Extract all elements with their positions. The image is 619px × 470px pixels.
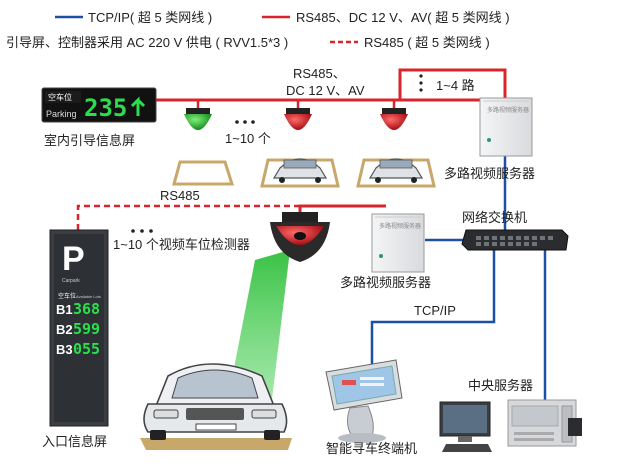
legend-rs485-dash-text: RS485 ( 超 5 类网线 )	[364, 35, 490, 50]
entrance-board-tag: 空车位	[58, 292, 76, 300]
detectors-top-label: 1~10 个	[225, 131, 271, 146]
entrance-board: P Carpark 空车位 Available Lots B1 368 B2 5…	[49, 229, 109, 427]
parking-slot-car-2	[356, 158, 436, 188]
rs485-mid-label: RS485	[160, 188, 200, 203]
entrance-count-1: 368	[73, 300, 100, 318]
tcp-kiosk	[370, 250, 496, 370]
entrance-board-tag-sub: Available Lots	[76, 294, 101, 299]
tcpip-mid-label: TCP/IP	[414, 303, 456, 318]
top-bus-label-1: RS485、	[293, 66, 346, 81]
up-arrow-icon	[130, 96, 146, 116]
legend-rs485-text: RS485、DC 12 V、AV( 超 5 类网线 )	[296, 10, 510, 25]
top-red-loop	[398, 68, 507, 100]
indoor-board-count: 235	[84, 94, 127, 122]
indoor-guide-screen: 空车位 Parking 235	[41, 87, 157, 123]
svg-text:多路视频服务器: 多路视频服务器	[379, 222, 421, 230]
video-server-mid: 多路视频服务器	[371, 213, 425, 273]
svg-text:多路视频服务器: 多路视频服务器	[487, 106, 529, 114]
dots-vertical	[419, 74, 423, 92]
smart-kiosk	[325, 359, 403, 443]
entrance-board-sub: Carpark	[62, 278, 80, 284]
kiosk-label: 智能寻车终端机	[326, 441, 417, 456]
switch-label: 网络交换机	[462, 210, 527, 225]
entrance-count-3: 055	[73, 340, 100, 358]
legend-tcpip-text: TCP/IP( 超 5 类网线 )	[88, 10, 212, 25]
video-server-top: 多路视频服务器	[479, 97, 533, 157]
server-top-label: 多路视频服务器	[444, 166, 535, 181]
indicator-light-red-2	[380, 108, 408, 130]
entrance-count-2: 599	[73, 320, 100, 338]
routes-label: 1~4 路	[436, 78, 475, 93]
indoor-board-sub: Parking	[46, 109, 77, 119]
central-server-label: 中央服务器	[468, 378, 533, 393]
server-mid-label: 多路视频服务器	[340, 275, 431, 290]
video-detector-camera	[270, 212, 330, 262]
indicator-light-green	[184, 108, 212, 130]
indicator-light-red-1	[284, 108, 312, 130]
entrance-board-letter: P	[62, 240, 85, 278]
kiosk-screen-block	[342, 380, 356, 385]
legend-power-text: 引导屏、控制器采用 AC 220 V 供电 ( RVV1.5*3 )	[6, 35, 288, 50]
parked-car	[140, 363, 292, 450]
entrance-floor-2: B2	[56, 322, 73, 337]
legend: TCP/IP( 超 5 类网线 ) RS485、DC 12 V、AV( 超 5 …	[6, 10, 510, 50]
dots-top	[235, 120, 255, 124]
mid-dashed-bus	[76, 204, 302, 230]
network-switch	[461, 229, 569, 251]
entrance-floor-3: B3	[56, 342, 73, 357]
indoor-board-tag: 空车位	[48, 92, 72, 102]
central-server	[439, 399, 582, 452]
parking-slot-car-1	[260, 158, 340, 188]
top-bus-label-2: DC 12 V、AV	[286, 83, 365, 98]
dots-mid	[131, 229, 153, 233]
entrance-screen-label: 入口信息屏	[42, 434, 107, 449]
entrance-floor-1: B1	[56, 302, 73, 317]
indoor-screen-label: 室内引导信息屏	[44, 133, 135, 148]
detectors-mid-label: 1~10 个视频车位检测器	[113, 237, 250, 252]
parking-slot-empty	[172, 160, 235, 186]
